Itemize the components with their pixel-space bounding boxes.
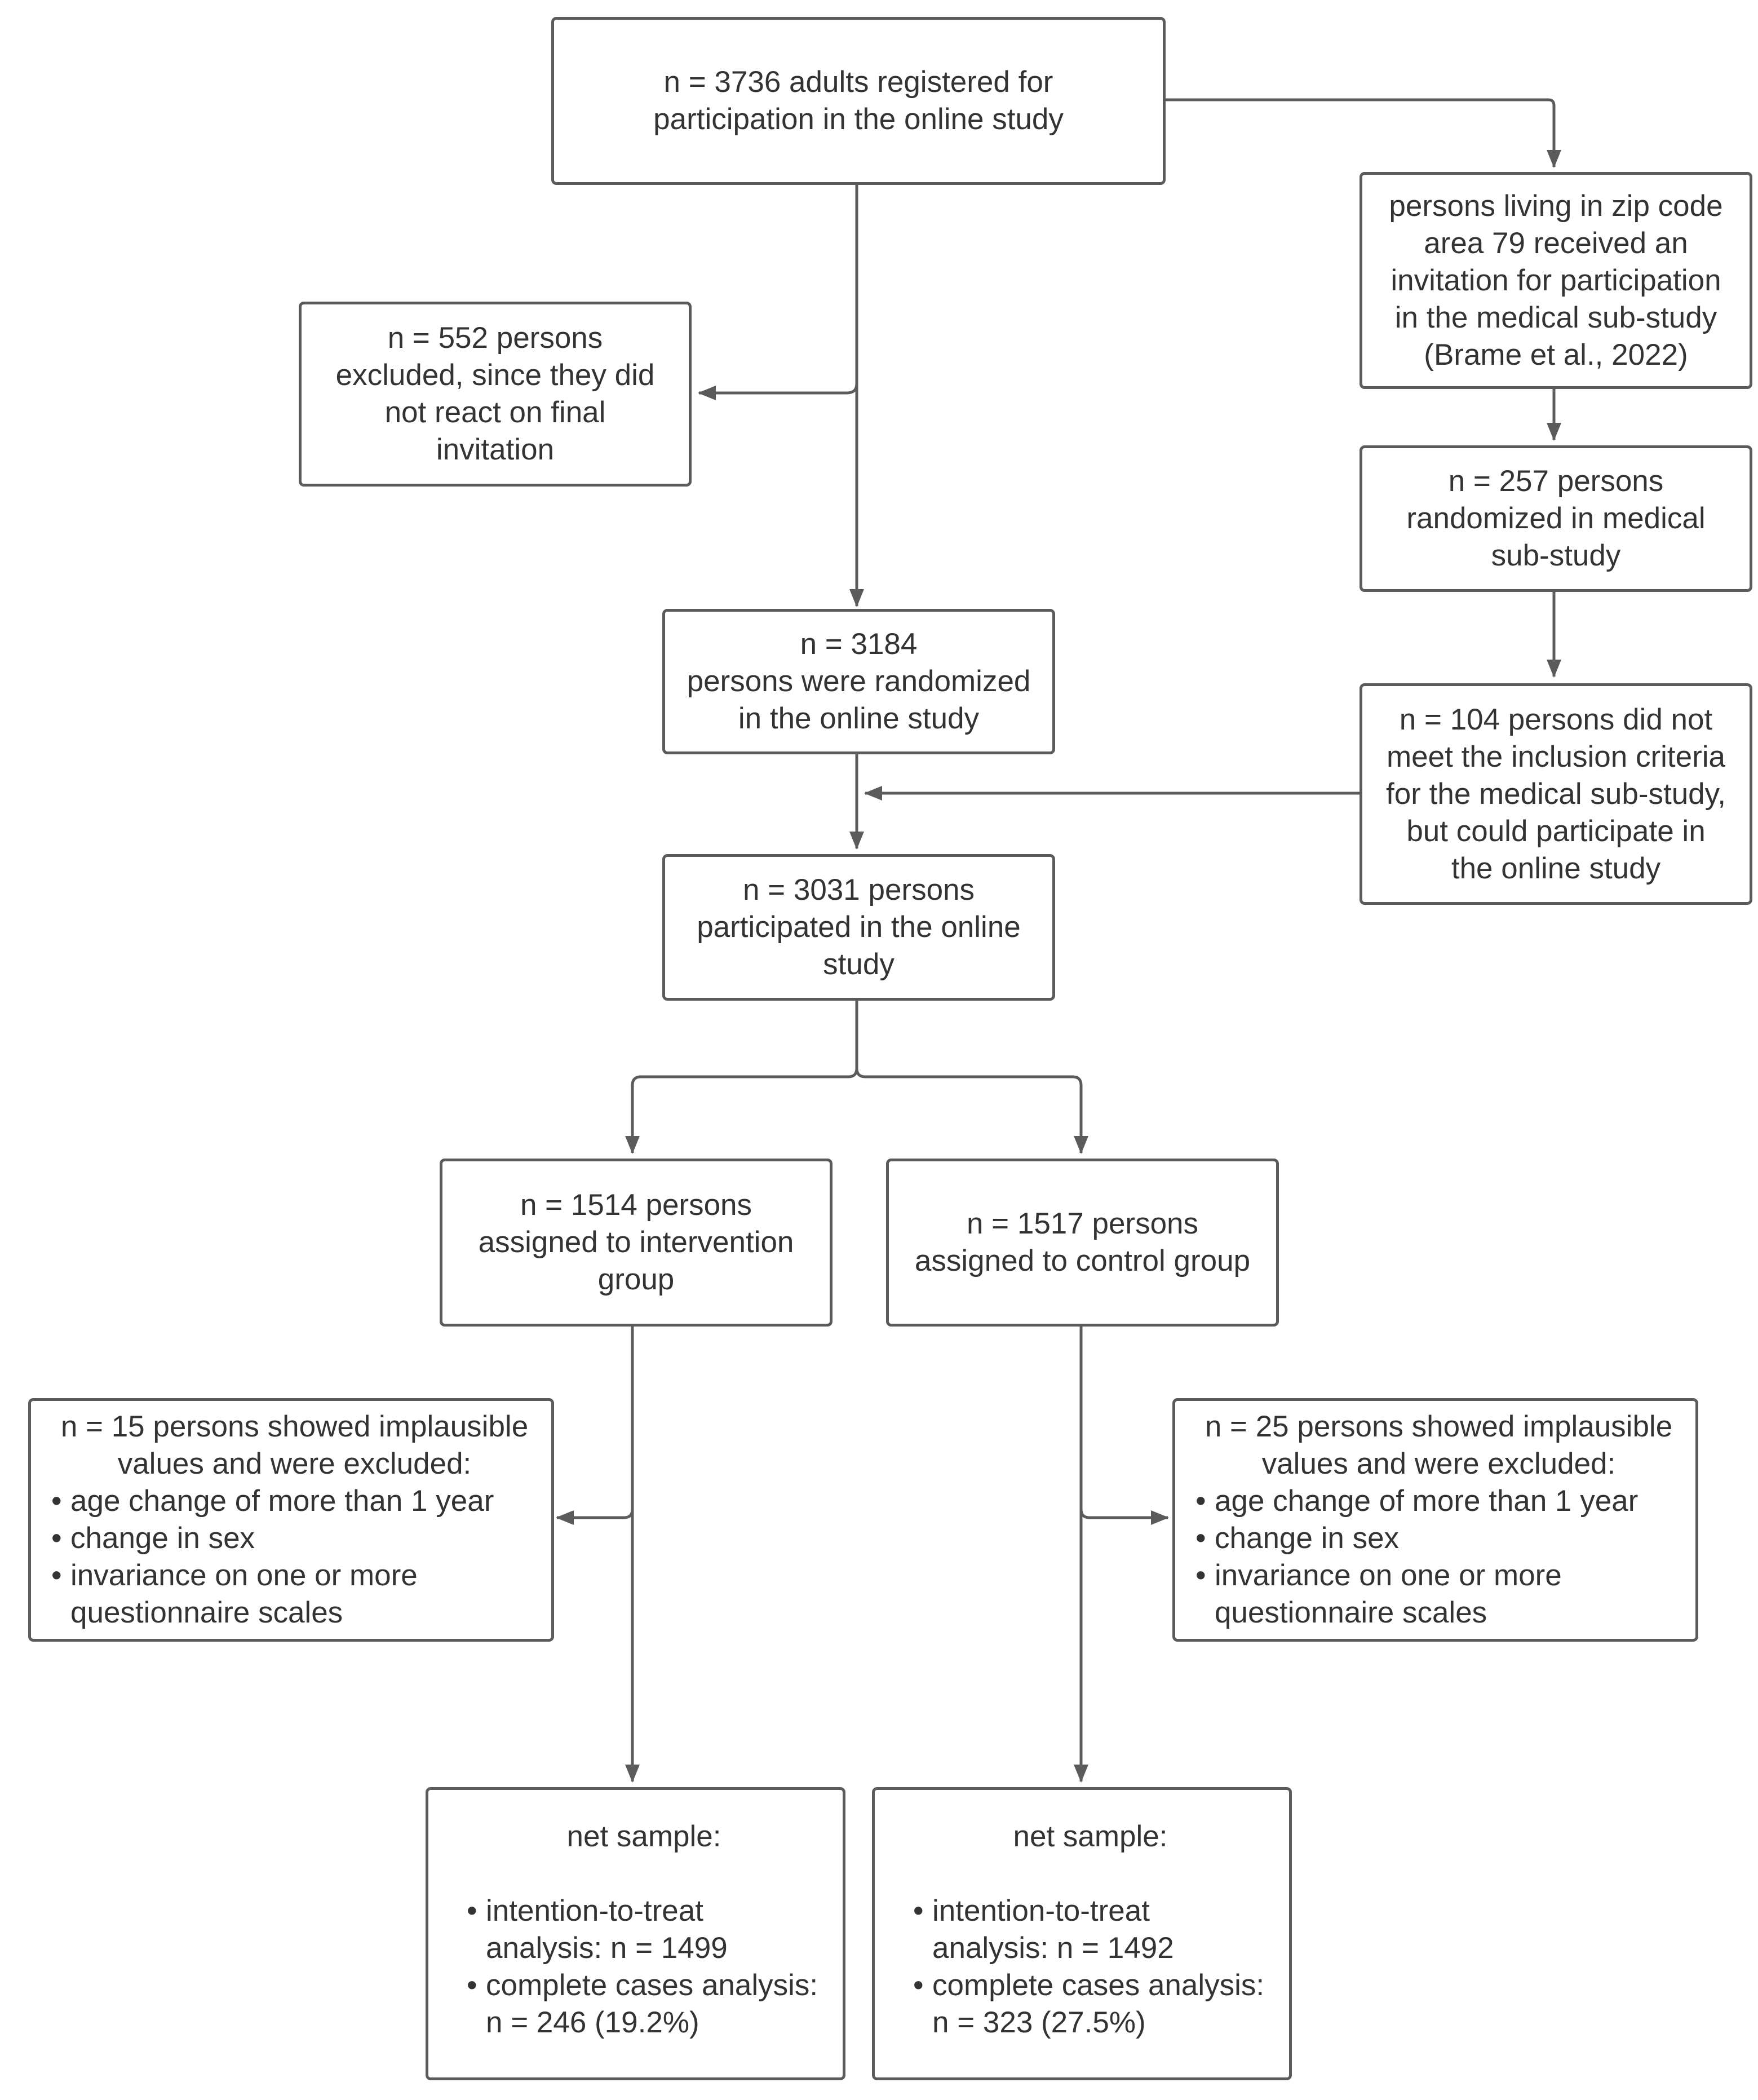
bullet-line: questionnaire scales bbox=[1215, 1596, 1487, 1629]
bullet-line: n = 323 (27.5%) bbox=[932, 2006, 1146, 2039]
box-excluded-no-reaction-line: n = 552 persons bbox=[387, 321, 603, 355]
arrow-split-to-control bbox=[855, 1068, 1088, 1154]
box-excluded-control-list: age change of more than 1 year change in… bbox=[1191, 1483, 1686, 1632]
box-net-control-head-line: net sample: bbox=[1013, 1820, 1168, 1853]
box-not-meet-criteria: n = 104 persons did not meet the inclusi… bbox=[1360, 683, 1752, 905]
box-online-randomized-line: persons were randomized bbox=[687, 665, 1031, 698]
box-participated-line: n = 3031 persons bbox=[742, 873, 975, 907]
box-intervention: n = 1514 persons assigned to interventio… bbox=[440, 1159, 832, 1327]
bullet-line: change in sex bbox=[1215, 1522, 1400, 1555]
box-not-meet-criteria-line: but could participate in bbox=[1406, 814, 1706, 848]
bullet-line: invariance on one or more bbox=[70, 1559, 418, 1592]
box-net-intervention: net sample: intention-to-treat analysis:… bbox=[426, 1787, 845, 2080]
box-excluded-control-head-line: n = 25 persons showed implausible bbox=[1205, 1410, 1673, 1443]
box-zip-invite-line: (Brame et al., 2022) bbox=[1424, 338, 1688, 372]
bullet-item: change in sex bbox=[1191, 1520, 1686, 1557]
box-control-line: assigned to control group bbox=[914, 1244, 1251, 1277]
bullet-item: intention-to-treat analysis: n = 1492 bbox=[909, 1893, 1272, 1967]
box-net-intervention-list: intention-to-treat analysis: n = 1499 co… bbox=[462, 1893, 826, 2041]
box-medical-randomized-line: n = 257 persons bbox=[1448, 465, 1664, 498]
bullet-item: invariance on one or more questionnaire … bbox=[1191, 1557, 1686, 1632]
box-excluded-no-reaction-line: invitation bbox=[436, 433, 555, 466]
box-intervention-line: n = 1514 persons bbox=[520, 1188, 752, 1222]
box-medical-randomized-line: randomized in medical bbox=[1406, 502, 1706, 535]
box-registered-line: n = 3736 adults registered for bbox=[663, 65, 1053, 99]
bullet-line: analysis: n = 1492 bbox=[932, 1931, 1174, 1965]
bullet-line: change in sex bbox=[70, 1522, 255, 1555]
box-control: n = 1517 persons assigned to control gro… bbox=[886, 1159, 1279, 1327]
arrow-to-excluded-25 bbox=[1079, 1509, 1169, 1525]
arrow-to-excluded-15 bbox=[556, 1509, 634, 1525]
box-excluded-intervention: n = 15 persons showed implausible values… bbox=[28, 1398, 554, 1642]
bullet-line: n = 246 (19.2%) bbox=[486, 2006, 699, 2039]
box-registered-line: participation in the online study bbox=[653, 103, 1064, 136]
box-net-control-list: intention-to-treat analysis: n = 1492 co… bbox=[909, 1893, 1272, 2041]
bullet-line: analysis: n = 1499 bbox=[486, 1931, 728, 1965]
bullet-line: intention-to-treat bbox=[486, 1894, 703, 1927]
box-zip-invite-line: area 79 received an bbox=[1424, 226, 1688, 260]
box-zip-invite-line: in the medical sub-study bbox=[1394, 300, 1717, 334]
bullet-item: intention-to-treat analysis: n = 1499 bbox=[462, 1893, 826, 1967]
bullet-line: questionnaire scales bbox=[70, 1596, 343, 1629]
bullet-line: invariance on one or more bbox=[1215, 1559, 1562, 1592]
bullet-item: invariance on one or more questionnaire … bbox=[47, 1557, 542, 1632]
box-excluded-intervention-head-line: n = 15 persons showed implausible bbox=[60, 1410, 529, 1443]
box-excluded-intervention-head-line: values and were excluded: bbox=[117, 1447, 472, 1480]
bullet-item: change in sex bbox=[47, 1520, 542, 1557]
box-online-randomized-line: n = 3184 bbox=[800, 627, 918, 661]
box-participated-line: participated in the online bbox=[697, 910, 1021, 944]
box-registered: n = 3736 adults registered for participa… bbox=[551, 17, 1166, 185]
bullet-line: age change of more than 1 year bbox=[1215, 1484, 1639, 1518]
bullet-line: complete cases analysis: bbox=[932, 1969, 1265, 2002]
box-zip-invite: persons living in zip code area 79 recei… bbox=[1360, 172, 1752, 389]
box-not-meet-criteria-line: n = 104 persons did not bbox=[1399, 702, 1713, 736]
box-net-control: net sample: intention-to-treat analysis:… bbox=[872, 1787, 1292, 2080]
box-excluded-intervention-list: age change of more than 1 year change in… bbox=[47, 1483, 542, 1632]
bullet-item: age change of more than 1 year bbox=[1191, 1483, 1686, 1520]
box-online-randomized-line: in the online study bbox=[738, 702, 980, 735]
arrow-split-to-intervention bbox=[625, 1068, 858, 1154]
bullet-item: complete cases analysis: n = 246 (19.2%) bbox=[462, 1967, 826, 2041]
box-medical-randomized: n = 257 persons randomized in medical su… bbox=[1360, 445, 1752, 592]
box-excluded-no-reaction: n = 552 persons excluded, since they did… bbox=[299, 302, 692, 487]
box-excluded-no-reaction-line: excluded, since they did bbox=[335, 359, 655, 392]
box-net-control-head: net sample: bbox=[909, 1818, 1272, 1855]
box-net-intervention-head-line: net sample: bbox=[566, 1820, 721, 1853]
box-control-line: n = 1517 persons bbox=[966, 1207, 1199, 1240]
box-excluded-no-reaction-line: not react on final bbox=[384, 396, 606, 429]
box-net-intervention-head: net sample: bbox=[462, 1818, 826, 1855]
box-participated-line: study bbox=[823, 948, 895, 981]
box-zip-invite-line: invitation for participation bbox=[1391, 263, 1721, 297]
box-participated: n = 3031 persons participated in the onl… bbox=[662, 854, 1055, 1001]
box-not-meet-criteria-line: meet the inclusion criteria bbox=[1387, 740, 1725, 773]
box-excluded-intervention-head: n = 15 persons showed implausible values… bbox=[47, 1408, 542, 1483]
box-excluded-control-head: n = 25 persons showed implausible values… bbox=[1191, 1408, 1686, 1483]
arrow-to-excluded-552 bbox=[698, 383, 858, 400]
bullet-item: age change of more than 1 year bbox=[47, 1483, 542, 1520]
box-intervention-line: assigned to intervention bbox=[478, 1226, 794, 1259]
box-medical-randomized-line: sub-study bbox=[1491, 539, 1621, 572]
box-online-randomized: n = 3184 persons were randomized in the … bbox=[662, 609, 1055, 754]
box-zip-invite-line: persons living in zip code bbox=[1389, 189, 1723, 223]
arrow-registered-to-zip-invite bbox=[1163, 98, 1561, 168]
box-not-meet-criteria-line: for the medical sub-study, bbox=[1386, 777, 1726, 811]
bullet-line: age change of more than 1 year bbox=[70, 1484, 494, 1518]
box-excluded-control: n = 25 persons showed implausible values… bbox=[1172, 1398, 1698, 1642]
box-not-meet-criteria-line: the online study bbox=[1451, 851, 1661, 885]
bullet-line: intention-to-treat bbox=[932, 1894, 1150, 1927]
box-excluded-control-head-line: values and were excluded: bbox=[1261, 1447, 1616, 1480]
bullet-item: complete cases analysis: n = 323 (27.5%) bbox=[909, 1967, 1272, 2041]
box-intervention-line: group bbox=[597, 1263, 675, 1296]
bullet-line: complete cases analysis: bbox=[486, 1969, 818, 2002]
